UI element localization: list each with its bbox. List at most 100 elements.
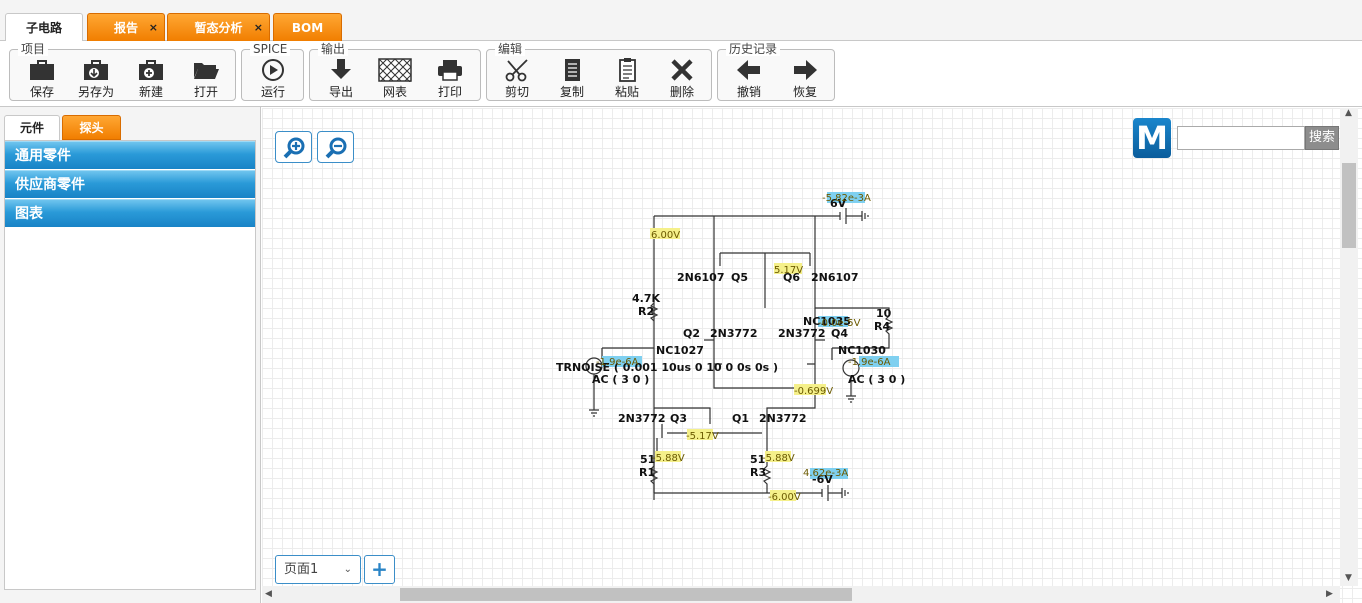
tab-parts[interactable]: 元件 (4, 115, 60, 141)
q5-part: 2N6107 (677, 271, 724, 284)
redo-button[interactable]: 恢复 (778, 58, 832, 100)
undo-label: 撤销 (736, 85, 761, 99)
mouser-logo[interactable]: M (1133, 118, 1171, 158)
group-title: 历史记录 (726, 42, 781, 56)
page-selector-label: 页面1 (284, 562, 319, 577)
toolbar-group-output: 输出 导出 网表 打印 (309, 42, 481, 101)
source-left-function: TRNOISE ( 0.001 10us 0 10 0 0s 0s ) (556, 361, 778, 374)
net-label-left: NC1027 (656, 344, 704, 357)
undo-button[interactable]: 撤销 (722, 58, 776, 100)
tab-report-label: 报告 (113, 21, 138, 35)
schematic-canvas[interactable]: 2N6107 Q5 Q6 2N6107 Q2 2N3772 2N3772 Q4 … (262, 108, 1362, 603)
export-label: 导出 (328, 85, 353, 99)
add-page-button[interactable]: + (364, 555, 395, 584)
probe-current-left: -1.9e-6A (596, 357, 639, 368)
battery-bottom-value: -6V (812, 473, 833, 486)
new-project-icon (139, 60, 163, 80)
parts-panel: 元件 探头 通用零件 供应商零件 图表 (0, 107, 261, 603)
scroll-left-icon[interactable]: ◀ (265, 589, 272, 599)
horizontal-scroll-thumb[interactable] (400, 588, 852, 601)
source-left-ac: AC ( 3 0 ) (592, 373, 649, 386)
group-title: 项目 (18, 42, 49, 56)
new-button[interactable]: 新建 (124, 58, 178, 100)
delete-x-icon (671, 59, 693, 81)
horizontal-scrollbar[interactable]: ◀ ▶ (262, 586, 1340, 603)
clipboard-icon (619, 58, 636, 82)
category-general-parts[interactable]: 通用零件 (5, 141, 255, 169)
source-right-ac: AC ( 3 0 ) (848, 373, 905, 386)
toolbar-group-project: 项目 保存 另存为 新建 打开 (9, 42, 236, 101)
r3-ref: R3 (750, 466, 766, 479)
scroll-up-icon[interactable]: ▲ (1345, 108, 1352, 118)
close-icon[interactable]: × (253, 21, 263, 34)
part-search: M 搜索 (1133, 118, 1339, 160)
arrow-left-icon (737, 60, 760, 80)
save-button[interactable]: 保存 (15, 58, 69, 100)
vertical-scrollbar[interactable]: ▲ ▼ (1340, 108, 1358, 586)
q6-part: 2N6107 (811, 271, 858, 284)
category-vendor-parts[interactable]: 供应商零件 (5, 170, 255, 198)
probe-voltage-q6: 5.17V (774, 265, 803, 276)
scissors-icon (505, 59, 528, 82)
q5-ref: Q5 (731, 271, 748, 284)
toolbar-group-history: 历史记录 撤销 恢复 (717, 42, 835, 101)
delete-button[interactable]: 删除 (655, 58, 709, 100)
net-label-top: NC1035 (803, 315, 851, 328)
new-label: 新建 (138, 85, 163, 99)
copy-label: 复制 (559, 85, 584, 99)
print-button[interactable]: 打印 (423, 58, 477, 100)
q3-ref: Q3 (670, 412, 687, 425)
probe-voltage-q3: -5.17V (686, 431, 719, 442)
search-input[interactable] (1177, 126, 1305, 150)
page-selector[interactable]: 页面1 ⌄ (275, 555, 361, 584)
r4-ref: R4 (874, 320, 890, 333)
close-icon[interactable]: × (148, 21, 158, 34)
scroll-down-icon[interactable]: ▼ (1345, 573, 1352, 583)
download-arrow-icon (331, 59, 351, 79)
q6-ref: Q6 (783, 271, 800, 284)
toolbar: 项目 保存 另存为 新建 打开 SPICE 运行 输出 导出 (0, 41, 1362, 107)
copy-document-icon (565, 59, 580, 81)
save-as-button[interactable]: 另存为 (69, 58, 123, 100)
run-label: 运行 (260, 85, 285, 99)
tab-bom[interactable]: BOM (273, 13, 342, 41)
tab-transient-analysis[interactable]: 暂态分析 × (167, 13, 270, 41)
vertical-scroll-thumb[interactable] (1342, 163, 1356, 248)
probe-voltage-r3: -5.88V (762, 453, 795, 464)
probe-current-bottom: 4.62e-3A (803, 468, 848, 479)
r2-ref: R2 (638, 305, 654, 318)
r2-value: 4.7K (632, 292, 660, 305)
run-button[interactable]: 运行 (246, 58, 300, 100)
search-button[interactable]: 搜索 (1305, 126, 1339, 150)
cut-button[interactable]: 剪切 (490, 58, 544, 100)
tab-subcircuit[interactable]: 子电路 (5, 13, 83, 42)
group-title: SPICE (250, 42, 291, 56)
q3-part: 2N3772 (618, 412, 665, 425)
probe-current-right: -1.9e-6A (848, 357, 891, 368)
delete-label: 删除 (669, 85, 694, 99)
cut-label: 剪切 (504, 85, 529, 99)
export-button[interactable]: 导出 (314, 58, 368, 100)
probe-voltage-r1: -5.88V (652, 453, 685, 464)
r1-value: 51 (640, 453, 655, 466)
q1-ref: Q1 (732, 412, 749, 425)
copy-button[interactable]: 复制 (545, 58, 599, 100)
briefcase-icon (30, 60, 54, 80)
open-button[interactable]: 打开 (179, 58, 233, 100)
tab-probes[interactable]: 探头 (62, 115, 121, 140)
paste-button[interactable]: 粘贴 (600, 58, 654, 100)
schematic-diagram[interactable]: 2N6107 Q5 Q6 2N6107 Q2 2N3772 2N3772 Q4 … (262, 108, 1340, 586)
zoom-in-icon (283, 137, 304, 159)
probe-voltage-mid: -0.699V (794, 386, 833, 397)
category-charts[interactable]: 图表 (5, 199, 255, 227)
probe-voltage-bottom: -6.00V (768, 492, 801, 503)
scroll-right-icon[interactable]: ▶ (1326, 589, 1333, 599)
printer-icon (438, 60, 462, 81)
probe-voltage-top: 6.00V (651, 230, 680, 241)
zoom-out-button[interactable] (317, 131, 354, 163)
tab-report[interactable]: 报告 × (87, 13, 165, 41)
q4-ref: Q4 (831, 327, 848, 340)
netlist-button[interactable]: 网表 (368, 58, 422, 100)
zoom-in-button[interactable] (275, 131, 312, 163)
probe-current-top: -5.82e-3A (822, 193, 871, 204)
